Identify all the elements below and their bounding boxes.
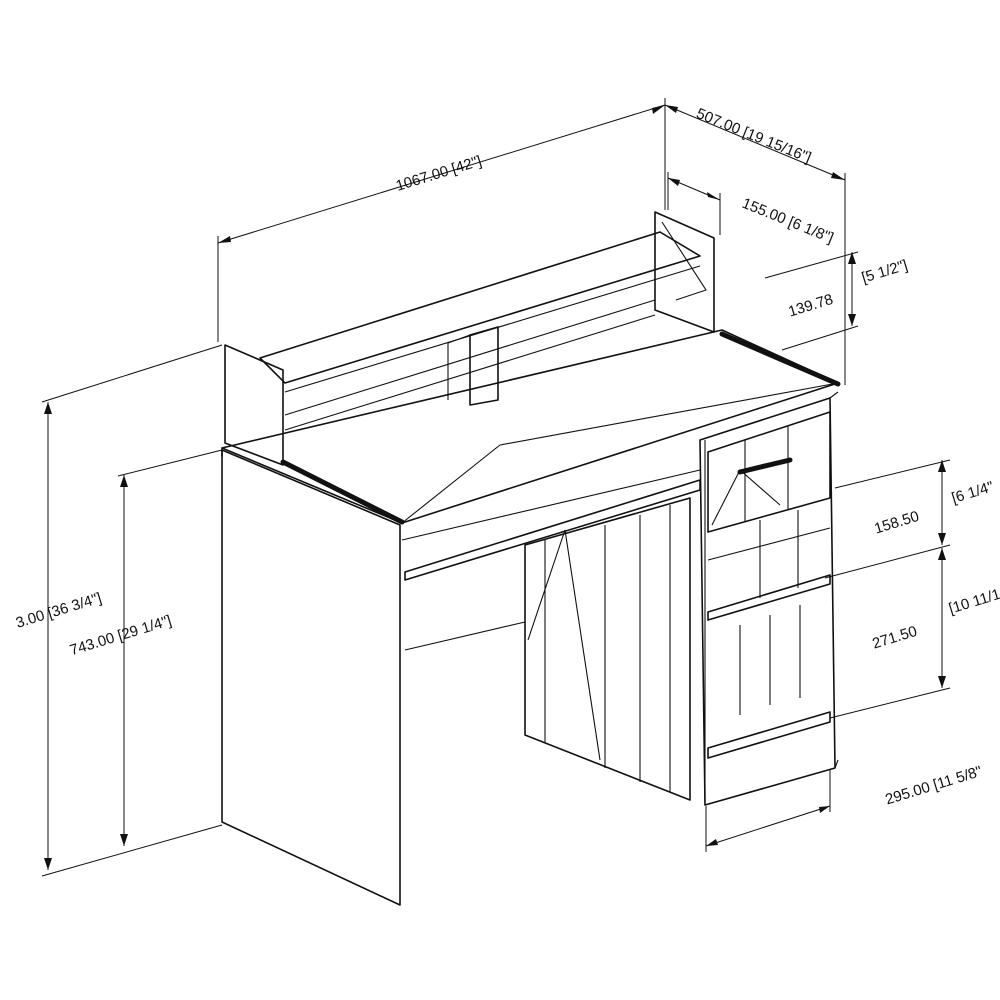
knee-space-back-panel bbox=[524, 497, 691, 801]
left-side-panel bbox=[221, 449, 401, 906]
hutch-height-ext-bottom bbox=[781, 325, 859, 351]
keyboard-tray bbox=[404, 479, 701, 581]
cabinet-depth-label: 295.00 [11 5/8" bbox=[883, 763, 984, 809]
hutch-left-side bbox=[224, 344, 284, 466]
depth-label: 507.00 [19 15/16"] bbox=[694, 105, 814, 167]
hutch-shelf-top bbox=[259, 231, 701, 384]
cabinet-depth-line bbox=[705, 805, 831, 847]
desk-outline bbox=[221, 211, 841, 906]
apron-line bbox=[401, 469, 701, 541]
desk-height-ext-top bbox=[117, 449, 223, 477]
desktop-right-edge-band bbox=[719, 331, 841, 387]
cabinet-corner bbox=[834, 759, 839, 769]
arrowhead bbox=[819, 806, 830, 813]
desktop-front-edge-band bbox=[280, 459, 405, 525]
reflection-line bbox=[499, 382, 839, 446]
width-dimension-line bbox=[217, 104, 666, 244]
arrowhead bbox=[938, 548, 946, 560]
arrowhead bbox=[706, 839, 718, 846]
arrowhead bbox=[218, 236, 231, 243]
reflection-line bbox=[401, 444, 501, 524]
arrowhead bbox=[938, 533, 946, 545]
arrowhead bbox=[120, 834, 128, 846]
width-label: 1067.00 [42"] bbox=[394, 153, 484, 195]
arrowhead bbox=[44, 858, 52, 870]
dimension-lines bbox=[41, 98, 951, 877]
hutch-height-ext-top bbox=[764, 251, 859, 279]
panel-reflection bbox=[527, 529, 601, 761]
hutch-height-mm-label: 139.78 bbox=[786, 291, 835, 321]
desk-height-label: 743.00 [29 1/4"] bbox=[68, 612, 174, 659]
hutch-height-in-label: [5 1/2"] bbox=[860, 257, 910, 287]
arrowhead bbox=[848, 314, 856, 326]
arrowhead bbox=[120, 475, 128, 487]
desktop-surface bbox=[221, 329, 839, 524]
arrowhead bbox=[938, 460, 946, 472]
drawer-ext-bottom bbox=[824, 544, 951, 579]
arrowhead bbox=[938, 676, 946, 688]
bottom-shelf bbox=[707, 711, 831, 759]
depth-dimension-line bbox=[664, 104, 846, 181]
total-height-ext-top bbox=[41, 344, 223, 403]
arrowhead bbox=[665, 105, 678, 113]
total-height-ext-bottom bbox=[41, 824, 223, 877]
hutch-depth-label: 155.00 [6 1/8"] bbox=[739, 195, 835, 247]
drawer-front bbox=[707, 411, 831, 533]
hutch-right-side bbox=[654, 211, 715, 333]
arrowhead bbox=[44, 402, 52, 414]
hutch-reflection bbox=[661, 221, 707, 301]
upper-opening-edge bbox=[707, 527, 831, 561]
arrowhead bbox=[652, 105, 665, 114]
dimension-labels: 1067.00 [42"] 507.00 [19 15/16"] 155.00 … bbox=[14, 105, 1000, 808]
shelf-height-mm-label: 271.50 bbox=[870, 623, 919, 653]
arrowhead bbox=[668, 178, 680, 186]
hutch-center-divider bbox=[469, 326, 499, 406]
drawer-handle bbox=[737, 457, 793, 475]
cabinet-top-edge bbox=[829, 391, 839, 399]
arrowhead bbox=[848, 252, 856, 264]
drawer-height-mm-label: 158.50 bbox=[872, 508, 921, 538]
dimension-arrowheads bbox=[44, 105, 946, 870]
drawer-ext-top bbox=[834, 459, 951, 489]
shelf-ext-bottom bbox=[829, 687, 951, 719]
drawer-reflection bbox=[711, 469, 781, 526]
shelf-height-in-label: [10 11/1 bbox=[947, 586, 1000, 618]
apron-bottom bbox=[404, 621, 526, 651]
arrowhead bbox=[831, 172, 845, 180]
arrowhead bbox=[707, 192, 720, 200]
divider-top bbox=[447, 334, 471, 344]
drawer-height-in-label: [6 1/4" bbox=[950, 478, 996, 507]
total-height-label: 3.00 [36 3/4"] bbox=[14, 590, 104, 632]
middle-shelf bbox=[707, 574, 831, 621]
